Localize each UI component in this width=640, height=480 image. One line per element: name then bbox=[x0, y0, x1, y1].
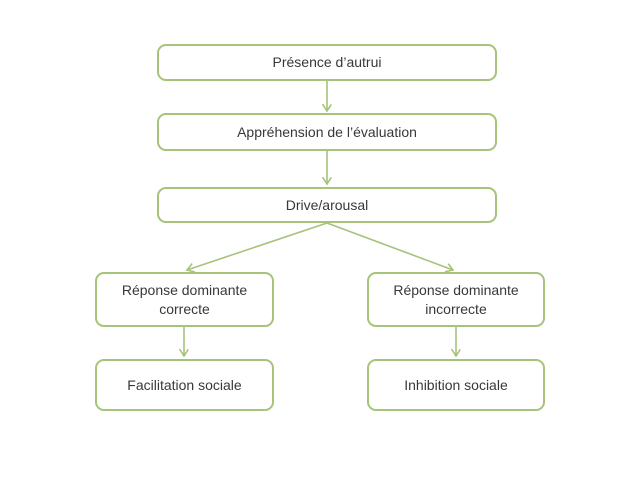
node-drive-arousal-label: Drive/arousal bbox=[285, 196, 369, 213]
node-reponse-dominante-correcte: Réponse dominante correcte bbox=[95, 272, 274, 327]
node-presence-autrui-label: Présence d’autrui bbox=[272, 54, 382, 70]
node-facilitation-sociale-label: Facilitation sociale bbox=[127, 376, 242, 393]
arrow-drive-to-response-incorrecte bbox=[326, 222, 453, 270]
node-apprehension-evaluation-label: Appréhension de l’évaluation bbox=[237, 123, 417, 140]
node-reponse-dominante-correcte-label: Réponse dominante correcte bbox=[121, 281, 248, 317]
node-inhibition-sociale-label: Inhibition sociale bbox=[404, 376, 508, 393]
node-reponse-dominante-incorrecte-label: Réponse dominante incorrecte bbox=[393, 281, 519, 317]
node-apprehension-evaluation: Appréhension de l’évaluation bbox=[157, 113, 497, 151]
arrow-drive-to-response-correcte bbox=[187, 222, 328, 270]
node-reponse-dominante-incorrecte: Réponse dominante incorrecte bbox=[367, 272, 545, 327]
node-inhibition-sociale: Inhibition sociale bbox=[367, 359, 545, 411]
node-drive-arousal: Drive/arousal bbox=[157, 187, 497, 223]
node-presence-autrui: Présence d’autrui bbox=[157, 44, 497, 81]
node-facilitation-sociale: Facilitation sociale bbox=[95, 359, 274, 411]
